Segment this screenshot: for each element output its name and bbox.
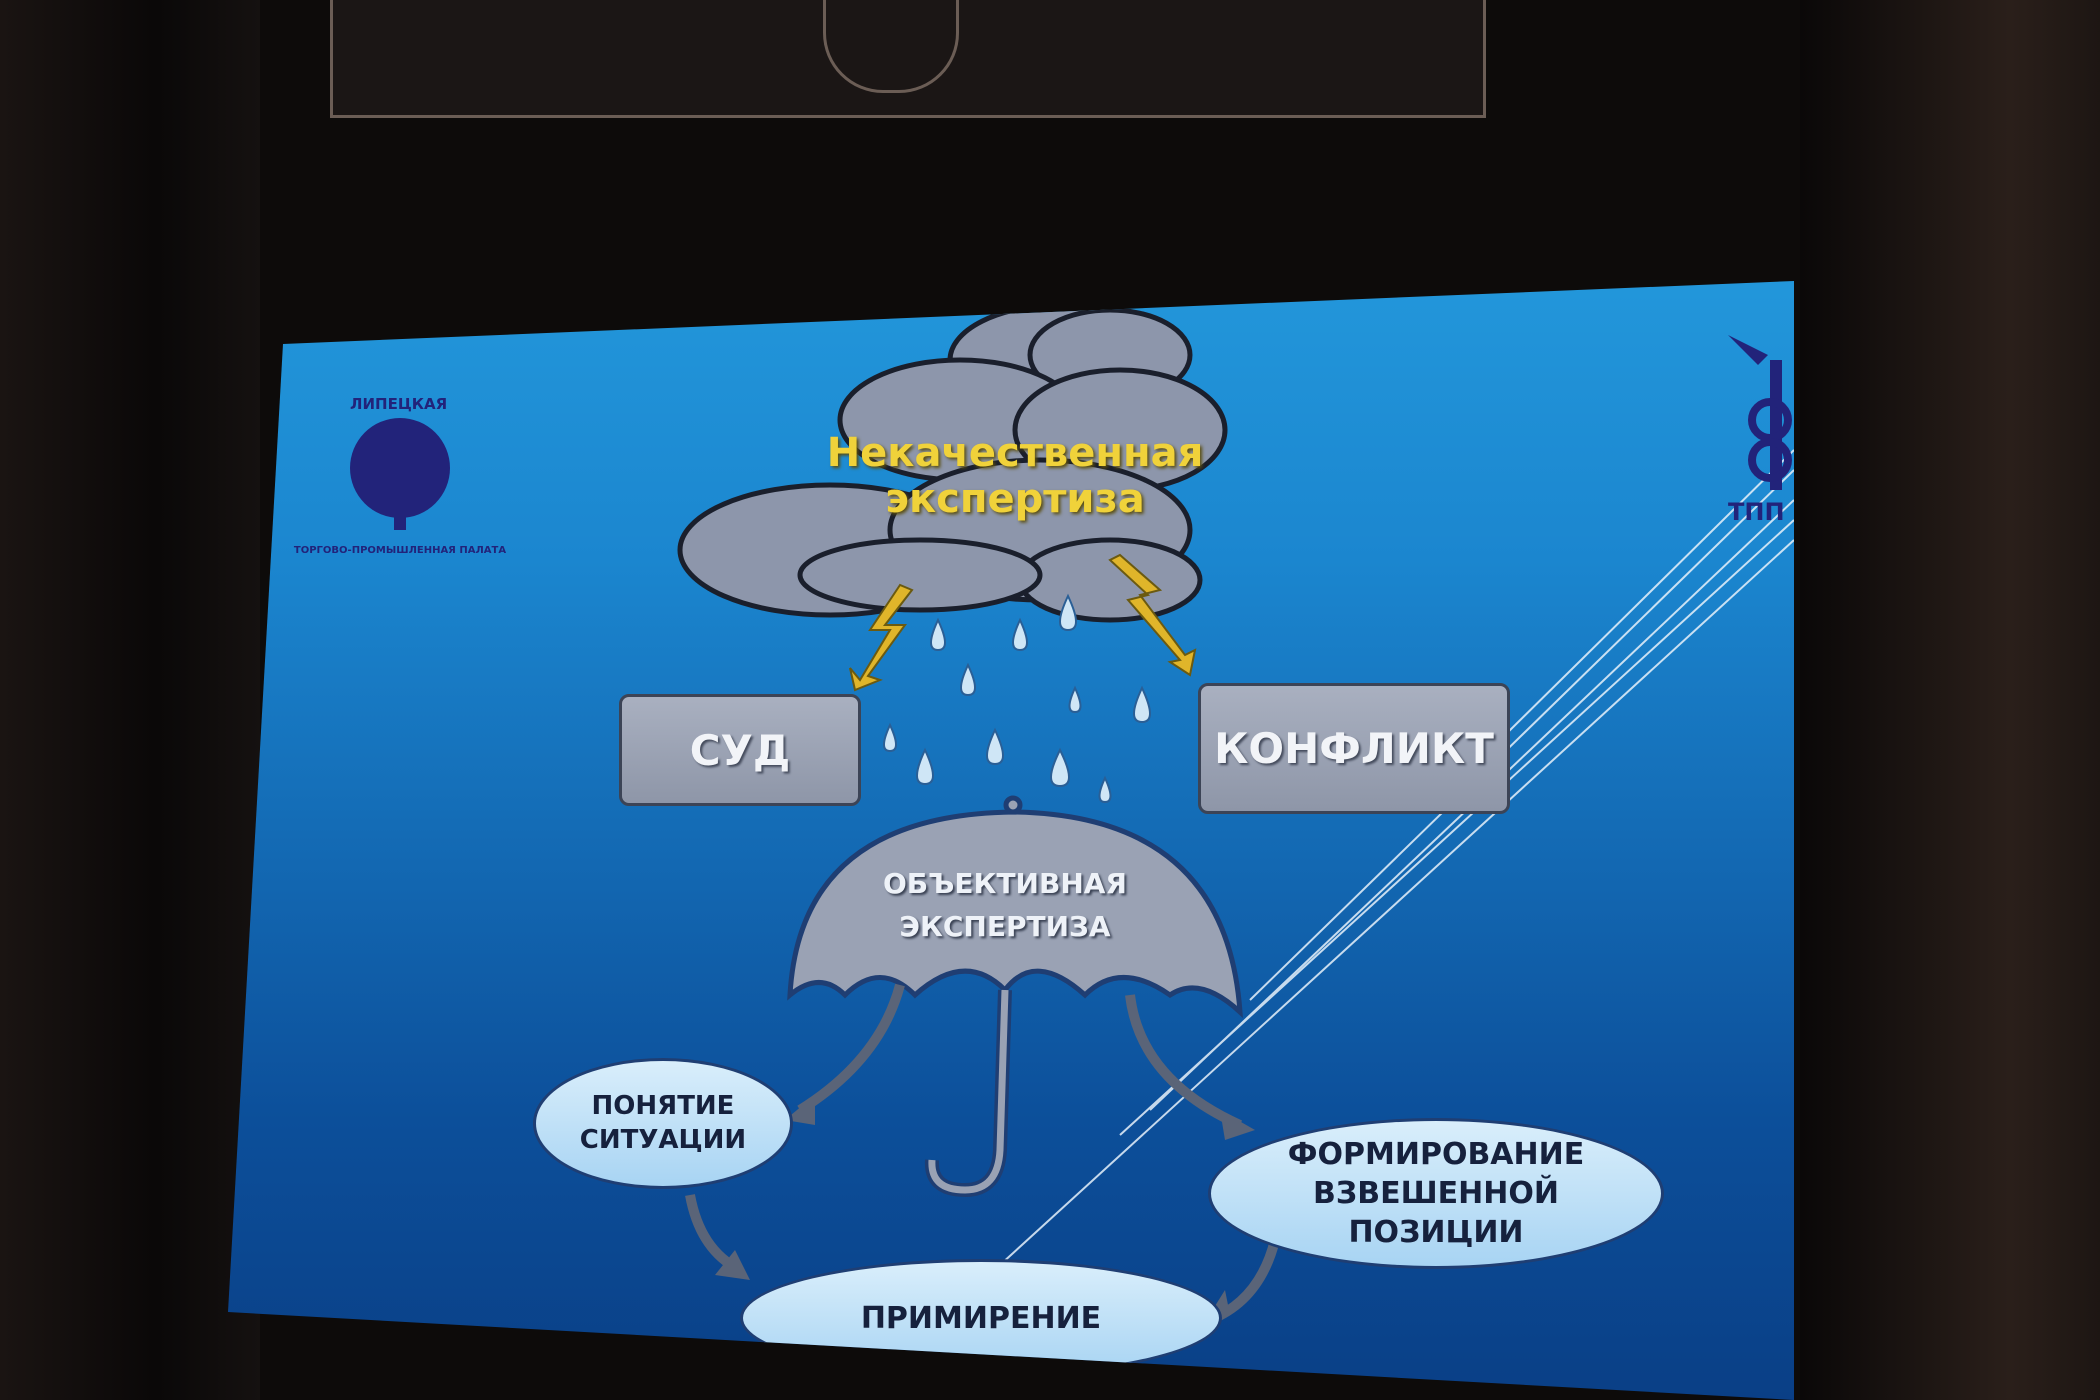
curtain-left <box>0 0 260 1400</box>
ellipse-position-line3: ПОЗИЦИИ <box>1348 1215 1524 1250</box>
right-logo-emblem <box>1728 335 1792 490</box>
ellipse-reconciliation: ПРИМИРЕНИЕ <box>740 1259 1222 1377</box>
curtain-right <box>1800 0 2100 1400</box>
left-logo-top-text: ЛИПЕЦКАЯ <box>350 395 448 413</box>
ellipse-position-line1: ФОРМИРОВАНИЕ <box>1287 1137 1585 1172</box>
umbrella-icon <box>787 795 1243 1198</box>
court-box: СУД <box>619 694 861 806</box>
umbrella-label: ОБЪЕКТИВНАЯ ЭКСПЕРТИЗА <box>825 862 1185 949</box>
cloud-title: Некачественная экспертиза <box>765 430 1265 522</box>
cloud-title-line2: экспертиза <box>885 476 1145 522</box>
lightning-icon <box>849 553 1197 692</box>
umbrella-label-line2: ЭКСПЕРТИЗА <box>899 910 1111 944</box>
left-logo-emblem <box>350 418 450 530</box>
ellipse-understanding-line2: СИТУАЦИИ <box>579 1124 747 1155</box>
ornament-medallion <box>823 0 959 93</box>
raindrops-icon <box>883 593 1151 804</box>
ellipse-understanding: ПОНЯТИЕ СИТУАЦИИ <box>533 1058 793 1189</box>
conflict-box: КОНФЛИКТ <box>1198 683 1510 814</box>
ellipse-understanding-line1: ПОНЯТИЕ <box>591 1090 735 1121</box>
ellipse-position: ФОРМИРОВАНИЕ ВЗВЕШЕННОЙ ПОЗИЦИИ <box>1208 1118 1664 1269</box>
storm-cloud-icon <box>677 302 1228 623</box>
cloud-title-line1: Некачественная <box>826 430 1204 476</box>
ellipse-position-line2: ВЗВЕШЕННОЙ <box>1313 1176 1559 1211</box>
stage-ornament <box>330 0 1486 118</box>
left-logo-bottom-text: ТОРГОВО-ПРОМЫШЛЕННАЯ ПАЛАТА <box>293 545 507 556</box>
umbrella-label-line1: ОБЪЕКТИВНАЯ <box>882 867 1127 900</box>
right-logo-text: ТПП Р <box>1728 498 1811 526</box>
